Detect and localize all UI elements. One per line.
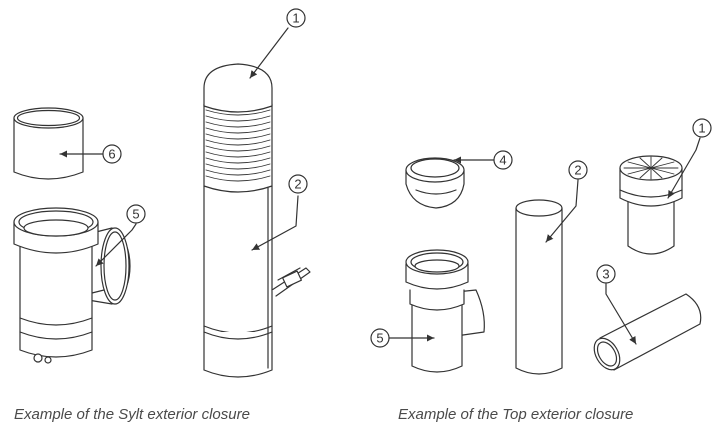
sylt-tee-part-5 [13,207,131,364]
sylt-callout-5: 5 [95,204,146,267]
sylt-column [203,63,311,378]
sylt-callout-6: 6 [59,144,122,164]
top-callout-2: 2 [545,160,588,243]
svg-text:1: 1 [292,11,299,26]
sylt-caption: Example of the Sylt exterior closure [14,406,250,423]
svg-text:2: 2 [574,163,581,178]
vent-slats [623,156,679,180]
top-tee-part-5 [405,249,485,373]
sylt-callout-2: 2 [251,174,308,251]
svg-text:2: 2 [294,177,301,192]
top-callout-3: 3 [596,264,637,345]
top-pipe-part-2 [515,199,563,375]
top-callout-1: 1 [667,118,712,199]
sylt-sleeve-part-6 [13,107,84,180]
svg-text:1: 1 [698,121,705,136]
top-adapter-part-4 [405,157,465,209]
svg-text:5: 5 [132,207,139,222]
sylt-callout-1: 1 [249,8,306,79]
svg-text:3: 3 [602,267,609,282]
top-callout-5: 5 [370,328,435,348]
svg-text:4: 4 [499,153,506,168]
top-tube-part-3 [593,293,702,371]
top-caption: Example of the Top exterior closure [398,406,634,423]
svg-text:5: 5 [376,331,383,346]
top-callout-4: 4 [453,150,513,170]
svg-text:6: 6 [108,147,115,162]
top-cap-part-1 [619,155,683,255]
